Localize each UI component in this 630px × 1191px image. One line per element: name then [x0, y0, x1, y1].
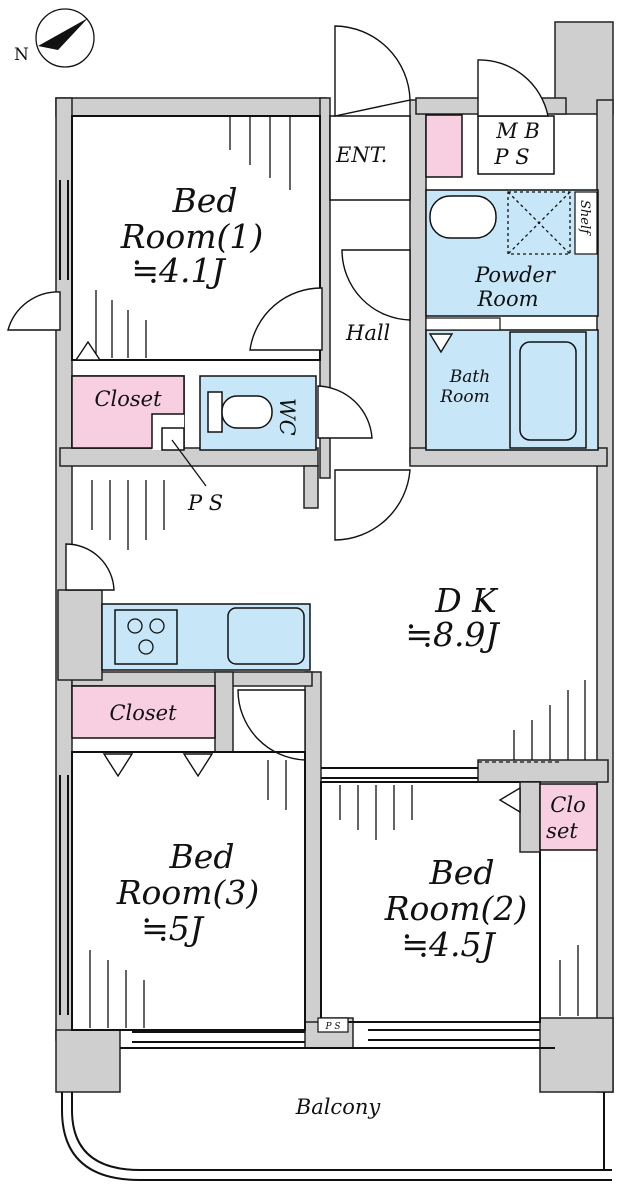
bedroom-3: Bed Room(3) ≒5J [71, 751, 306, 1043]
shoe-cabinet [425, 114, 463, 178]
closet-br2-line1: Clo [550, 793, 585, 817]
mbps-line2: P S [493, 145, 529, 169]
dk-size: ≒8.9J [405, 615, 500, 654]
bathtub [519, 341, 577, 441]
bath-room-line2: Room [439, 387, 489, 407]
washer-space [507, 191, 571, 255]
dk-title: D K [434, 581, 499, 620]
entrance-door [334, 25, 411, 117]
closet-middle: Closet [71, 685, 306, 778]
ps-bottom: P S [317, 1017, 349, 1033]
closet-top-area: Closet P S [71, 340, 223, 515]
burner-icon [127, 618, 143, 634]
bedroom-2: Bed Room(2) ≒4.5J [320, 761, 579, 1041]
bedroom2-size: ≒4.5J [401, 925, 496, 964]
bedroom1-title: Bed [172, 181, 238, 220]
bath-room-line1: Bath [449, 367, 490, 387]
washbasin [429, 195, 497, 239]
wc-label: WC [275, 398, 299, 436]
north-label: N [14, 45, 29, 65]
bedroom3-title: Bed [169, 837, 235, 876]
entrance-label: ENT. [335, 143, 387, 167]
kitchen-counter [101, 603, 311, 671]
balcony-label: Balcony [295, 1095, 382, 1119]
kitchen-sink [227, 607, 305, 665]
ps-bottom-label: P S [324, 1022, 340, 1032]
compass: N [14, 8, 95, 68]
stove [114, 609, 178, 665]
compass-needle-icon [38, 18, 88, 50]
mb-ps: M B P S [477, 59, 555, 175]
ps-shaft [161, 427, 185, 451]
left-windows [59, 180, 69, 1015]
bedroom2-subtitle: Room(2) [384, 889, 528, 928]
bedroom-1: Bed Room(1) ≒4.1J [7, 115, 323, 361]
bedroom3-subtitle: Room(3) [116, 873, 260, 912]
toilet-icon [221, 395, 273, 429]
wc: WC [199, 375, 373, 451]
bedroom1-subtitle: Room(1) [120, 217, 264, 256]
shelf-label: Shelf [577, 200, 592, 236]
burner-icon [149, 618, 165, 634]
hall-label: Hall [345, 321, 390, 345]
ps-top-label: P S [187, 491, 223, 515]
powder-room-line1: Powder [474, 263, 557, 287]
bedroom1-side-door [7, 291, 61, 331]
entrance-hall: ENT. Hall [329, 25, 463, 541]
closet-bedroom2: Clo set [539, 783, 598, 851]
mbps-line1: M B [495, 119, 540, 143]
closet-top-label: Closet [94, 387, 162, 411]
dining-kitchen: D K ≒8.9J [65, 465, 586, 760]
closet-br2-line2: set [546, 819, 578, 843]
bedroom3-size: ≒5J [141, 909, 205, 948]
bedroom2-title: Bed [429, 853, 495, 892]
bedroom1-size: ≒4.1J [131, 251, 226, 290]
balcony: Balcony [61, 1047, 612, 1181]
closet-mid-label: Closet [109, 701, 177, 725]
powder-room: Shelf Powder Room [425, 189, 599, 317]
bath-room: Bath Room [425, 317, 599, 451]
burner-icon [138, 639, 154, 655]
powder-room-line2: Room [476, 287, 538, 311]
